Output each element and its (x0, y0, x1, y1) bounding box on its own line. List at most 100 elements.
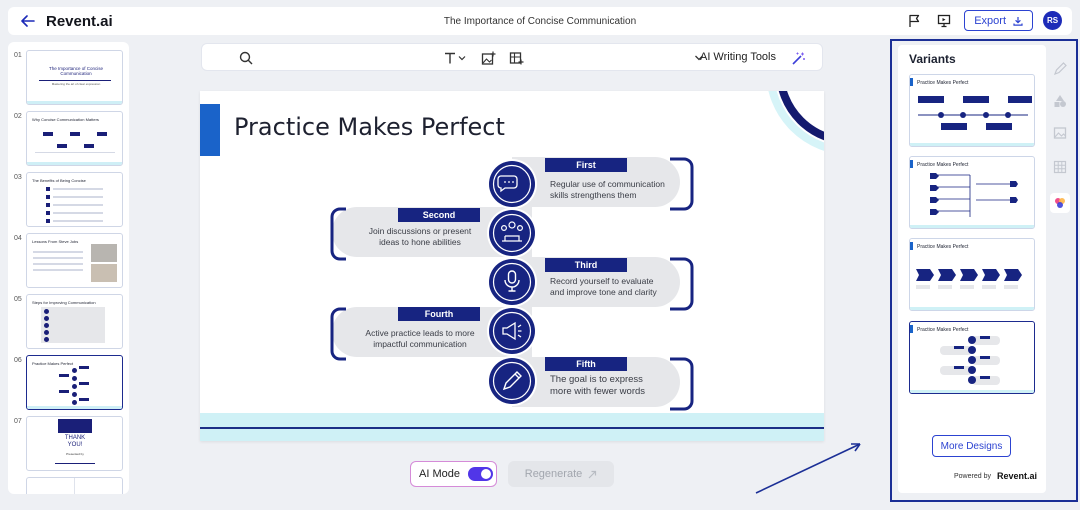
sparkle-arrow-icon (588, 470, 597, 478)
shapes-icon[interactable] (1052, 93, 1068, 109)
thumbnail-line (53, 196, 103, 198)
step-label-fifth[interactable]: Fifth (545, 357, 627, 371)
thumbnail-block (70, 132, 80, 136)
download-icon (1013, 16, 1023, 26)
variants-title: Variants (909, 52, 956, 66)
thumbnail-line (33, 257, 83, 259)
thumbnail-bullet (44, 323, 49, 328)
thumbnail-divider (74, 478, 75, 494)
slide-thumbnail[interactable] (26, 477, 123, 494)
step-desc-first[interactable]: Regular use of communication skills stre… (550, 179, 665, 201)
step-desc-second[interactable]: Join discussions or present ideas to hon… (368, 226, 472, 248)
regenerate-button[interactable]: Regenerate (508, 461, 614, 487)
edit-pen-icon[interactable] (1052, 61, 1068, 77)
header-actions: Export RS (904, 10, 1062, 31)
thumbnail-block (97, 132, 107, 136)
thumbnail-line (53, 204, 103, 206)
export-label: Export (974, 14, 1006, 27)
variant-accent (910, 78, 913, 86)
thumbnail-bullet (46, 219, 50, 223)
thumbnail-arc-decoration (113, 356, 122, 365)
variant-stripe (910, 307, 1034, 310)
thumbnail-number: 02 (14, 113, 22, 120)
variant-card[interactable]: Practice Makes Perfect (909, 156, 1035, 229)
slide-thumbnail[interactable]: Why Concise Communication Matters (26, 111, 123, 166)
slide-canvas[interactable]: Practice Makes Perfect (200, 91, 824, 441)
present-icon[interactable] (934, 11, 954, 31)
variant-preview (930, 173, 1018, 217)
slide-title[interactable]: Practice Makes Perfect (234, 113, 505, 141)
thumbnail-block (43, 132, 53, 136)
step-label-fourth[interactable]: Fourth (398, 307, 480, 321)
step-circle-first (487, 159, 537, 209)
variant-stripe (910, 143, 1034, 146)
variant-card[interactable]: Practice Makes Perfect (909, 74, 1035, 147)
text-format-icon[interactable] (442, 49, 468, 67)
thumbnail-bullet (72, 400, 77, 405)
variant-card-selected[interactable]: Practice Makes Perfect (909, 321, 1035, 394)
pen-icon (502, 371, 522, 391)
thumbnail-subtitle: Presented by (66, 452, 84, 456)
thumbnail-title: Why Concise Communication Matters (32, 117, 99, 122)
step-desc-fourth[interactable]: Active practice leads to more impactful … (365, 328, 475, 350)
add-image-icon[interactable] (479, 49, 497, 67)
variant-preview (940, 336, 1000, 385)
slide-thumbnails-panel[interactable]: 01 The Importance of Concise Communicati… (8, 42, 129, 494)
right-tool-rail (1048, 45, 1072, 493)
variants-palette-icon[interactable] (1050, 193, 1070, 213)
magic-wand-icon[interactable] (789, 49, 807, 67)
step-label-third[interactable]: Third (545, 258, 627, 272)
editor-toolbar: AI Writing Tools (201, 43, 823, 71)
ai-writing-tools-button[interactable]: AI Writing Tools (699, 51, 776, 63)
slide-thumbnail[interactable]: The Importance of Concise Communication … (26, 50, 123, 105)
slide-thumbnail[interactable]: Lessons From Steve Jobs (26, 233, 123, 288)
thumbnail-panel (41, 307, 105, 343)
user-avatar[interactable]: RS (1043, 11, 1062, 30)
chevron-down-icon[interactable] (690, 49, 708, 67)
thumbnail-block (79, 382, 89, 385)
thumbnail-block (57, 144, 67, 148)
thumbnail-number: 05 (14, 296, 22, 303)
thumbnail-photo (91, 264, 117, 282)
export-button[interactable]: Export (964, 10, 1033, 31)
thumbnail-stripe (27, 101, 122, 104)
slide-thumbnail[interactable]: THANK YOU! Presented by (26, 416, 123, 471)
thumbnail-rule (55, 463, 95, 464)
powered-by-text: Powered by (954, 472, 991, 480)
thumbnail-photo (91, 244, 117, 262)
flag-icon[interactable] (904, 11, 924, 31)
step-label-second[interactable]: Second (398, 208, 480, 222)
add-table-icon[interactable] (507, 49, 525, 67)
image-icon[interactable] (1052, 125, 1068, 141)
step-desc-third[interactable]: Record yourself to evaluate and improve … (550, 276, 657, 298)
toggle-switch[interactable] (467, 467, 493, 481)
thumbnail-number: 07 (14, 418, 22, 425)
thumbnail-block (59, 374, 69, 377)
thumbnail-bullet (46, 203, 50, 207)
thumbnail-line (35, 152, 115, 153)
thumbnail-block (79, 398, 89, 401)
slide-thumbnail[interactable]: Steps for Improving Communication (26, 294, 123, 349)
thumbnail-arc-decoration (113, 173, 122, 182)
thumbnail-subtitle: Mastering the art of clear expression (51, 82, 101, 86)
back-arrow-icon[interactable] (18, 11, 38, 31)
thumbnail-title: Practice Makes Perfect (32, 361, 74, 366)
step-circle-third (487, 257, 537, 307)
step-label-first[interactable]: First (545, 158, 627, 172)
search-icon[interactable] (237, 49, 255, 67)
thumbnail-title: THANK YOU! (64, 435, 86, 448)
variant-title: Practice Makes Perfect (917, 80, 969, 86)
thumbnail-number: 06 (14, 357, 22, 364)
variant-title: Practice Makes Perfect (917, 244, 969, 250)
variant-accent (910, 325, 913, 333)
ai-mode-toggle[interactable]: AI Mode (410, 461, 497, 487)
grid-table-icon[interactable] (1052, 159, 1068, 175)
variant-card[interactable]: Practice Makes Perfect (909, 238, 1035, 311)
step-desc-fifth[interactable]: The goal is to express more with fewer w… (550, 374, 646, 398)
regenerate-label: Regenerate (524, 468, 583, 480)
thumbnail-title: The Benefits of Being Concise (32, 178, 86, 183)
thumbnail-line (33, 263, 83, 265)
more-designs-button[interactable]: More Designs (932, 435, 1011, 457)
slide-thumbnail[interactable]: The Benefits of Being Concise (26, 172, 123, 227)
slide-thumbnail-active[interactable]: Practice Makes Perfect (26, 355, 123, 410)
